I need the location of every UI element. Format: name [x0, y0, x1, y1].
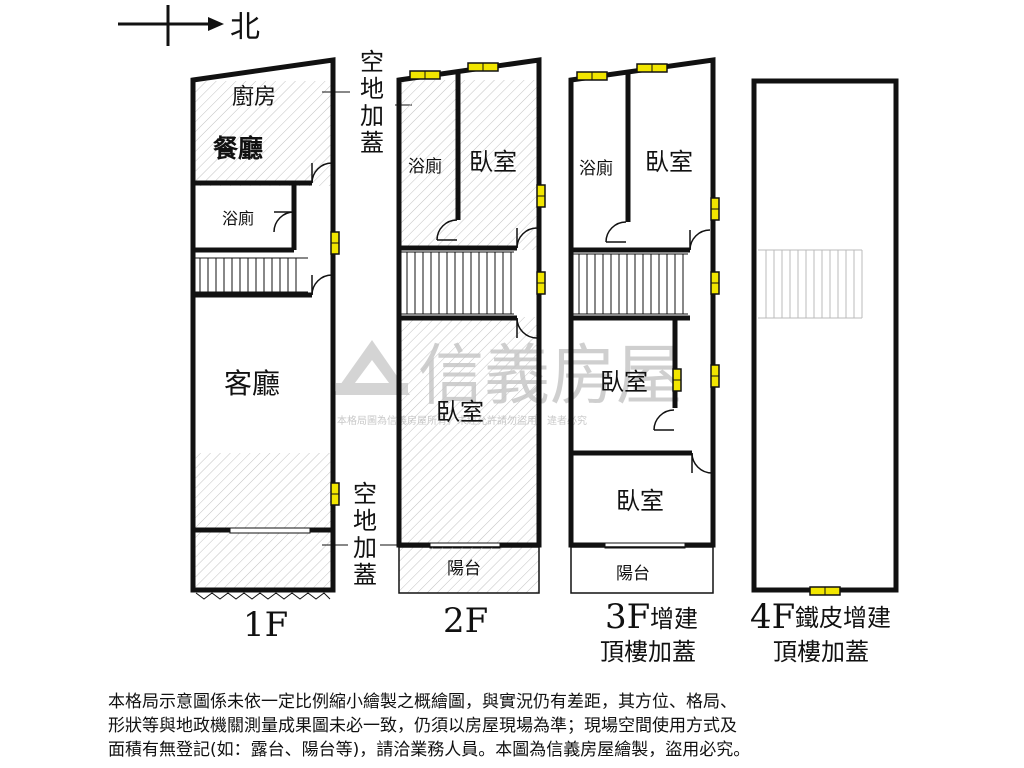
living-room-label: 客廳: [224, 367, 280, 400]
bathroom-label: 浴廁: [408, 156, 442, 177]
kitchen-label: 廚房: [232, 85, 276, 110]
balcony-label: 陽台: [447, 559, 481, 579]
bedroom-label: 臥室: [600, 368, 648, 396]
annex-label-top: 空地加蓋: [360, 48, 384, 157]
floor-3f: 浴廁 臥室 臥室 臥室 陽台 3F 增建 頂樓加蓋: [568, 57, 720, 666]
floor-1f: 廚房 餐廳 浴廁 客廳 1F: [190, 57, 340, 645]
brand-logo-icon: [333, 340, 410, 395]
dining-room-label: 餐廳: [213, 134, 263, 163]
bedroom-label: 臥室: [436, 398, 484, 426]
floor-2f: 浴廁 臥室 臥室 陽台 2F: [396, 57, 546, 641]
bedroom-label: 臥室: [469, 148, 517, 176]
disclaimer: 本格局示意圖係未依一定比例縮小繪製之概繪圖，與實況仍有差距，其方位、格局、 形狀…: [108, 690, 908, 762]
balcony-label: 陽台: [616, 564, 650, 584]
floor-label-1f: 1F: [243, 605, 288, 645]
arrow-icon: [208, 17, 224, 31]
north-label: 北: [230, 10, 260, 45]
disclaimer-line: 本格局示意圖係未依一定比例縮小繪製之概繪圖，與實況仍有差距，其方位、格局、: [108, 692, 737, 712]
north-compass: 北: [118, 5, 260, 46]
floor-label-3f: 3F: [605, 597, 650, 637]
floor-4f-note-line2: 頂樓加蓋: [773, 638, 869, 666]
floor-4f-note-line1: 鐵皮增建: [795, 604, 891, 632]
floor-label-4f: 4F: [750, 597, 795, 637]
annex-note-bottom: 空地加蓋: [322, 480, 407, 589]
bathroom-label: 浴廁: [222, 209, 254, 228]
floor-label-2f: 2F: [443, 601, 488, 641]
disclaimer-line: 形狀等與地政機關測量成果圖未必一致，仍須以房屋現場為準；現場空間使用方式及: [108, 716, 737, 736]
bathroom-label: 浴廁: [579, 158, 613, 179]
annex-label-bottom: 空地加蓋: [353, 480, 377, 589]
floor-3f-note-line2: 頂樓加蓋: [600, 638, 696, 666]
bedroom-label: 臥室: [616, 487, 664, 515]
floor-3f-note-line1: 增建: [650, 605, 698, 633]
bedroom-label: 臥室: [645, 148, 693, 176]
floor-4f: 4F 鐵皮增建 頂樓加蓋: [750, 78, 899, 666]
disclaimer-line: 面積有無登記(如：露台、陽台等)，請洽業務人員。本圖為信義房屋繪製，盜用必究。: [108, 740, 751, 760]
